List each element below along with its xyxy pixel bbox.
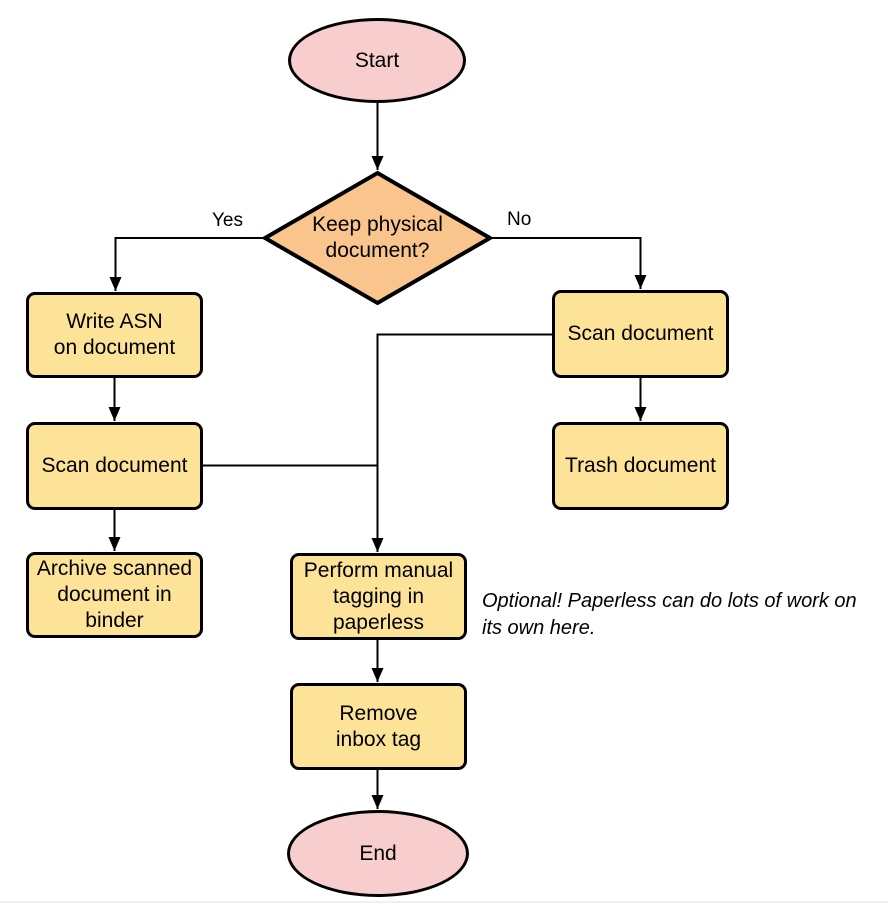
node-start-label: Start — [354, 48, 400, 72]
node-scan-document-right-label: Scan document — [567, 322, 714, 345]
node-manual-tagging-label: Perform manual tagging in paperless — [303, 558, 454, 634]
node-decision-label: Keep physical document? — [312, 213, 443, 262]
page-bottom-divider — [0, 901, 888, 903]
node-scan-document-left-label: Scan document — [41, 454, 188, 477]
node-archive-binder-label: Archive scanned document in binder — [36, 557, 193, 632]
edge-label-no: No — [507, 209, 532, 230]
edge-decision-no-to-scan-right — [489, 237, 647, 289]
node-manual-tagging: Perform manual tagging in paperless — [290, 553, 467, 640]
node-decision: Keep physical document? — [261, 169, 494, 307]
node-scan-document-right: Scan document — [552, 290, 729, 378]
annotation-optional-note: Optional! Paperless can do lots of work … — [482, 590, 857, 639]
node-write-asn-label: Write ASN on document — [53, 310, 176, 359]
node-end: End — [287, 810, 469, 897]
node-trash-document-label: Trash document — [565, 454, 716, 477]
node-write-asn: Write ASN on document — [26, 292, 203, 378]
edge-decision-yes-to-write-asn — [109, 237, 263, 291]
node-remove-inbox-tag-label: Remove inbox tag — [335, 701, 422, 751]
node-archive-binder: Archive scanned document in binder — [26, 552, 203, 638]
diamond-shape — [261, 170, 494, 306]
node-start: Start — [288, 18, 466, 103]
edge-scan-right-to-tagging — [371, 333, 552, 552]
node-end-label: End — [359, 841, 397, 865]
node-scan-document-left: Scan document — [26, 422, 203, 510]
node-remove-inbox-tag: Remove inbox tag — [290, 683, 467, 770]
node-trash-document: Trash document — [552, 422, 729, 510]
edge-label-yes: Yes — [212, 210, 243, 231]
